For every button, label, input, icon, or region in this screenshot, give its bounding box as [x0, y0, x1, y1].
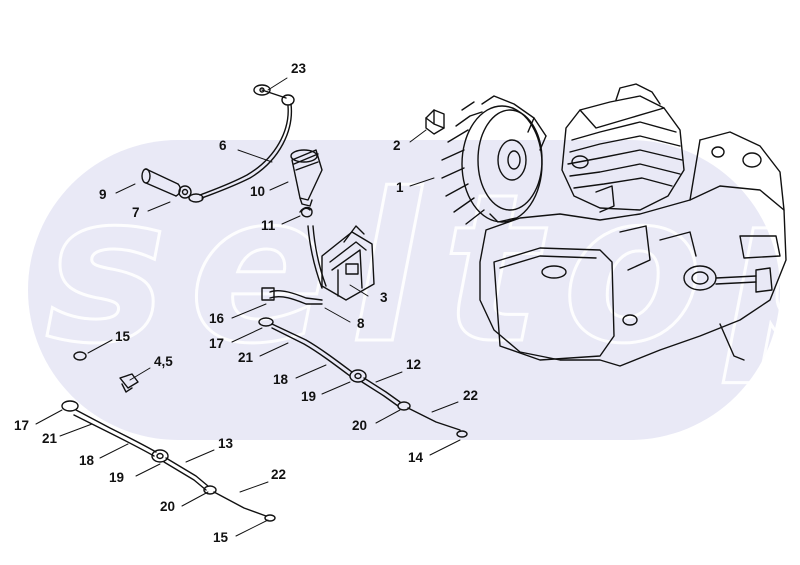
spring-clip: [299, 206, 313, 218]
callout-18: 18: [79, 453, 95, 468]
spark-plug-boot: [290, 149, 323, 207]
callout-18: 18: [273, 372, 289, 387]
callout-23: 23: [291, 61, 307, 76]
callout-14: 14: [408, 450, 424, 465]
flywheel: [441, 95, 547, 225]
callout-8: 8: [357, 316, 365, 331]
callout-2: 2: [393, 138, 401, 153]
callout-10: 10: [250, 184, 266, 199]
short-circuit-wire-lower: [61, 400, 276, 522]
callout-12: 12: [406, 357, 422, 372]
callout-22: 22: [463, 388, 479, 403]
callout-7: 7: [132, 205, 140, 220]
ignition-module: [321, 225, 375, 301]
callout-20: 20: [160, 499, 176, 514]
callout-15: 15: [213, 530, 229, 545]
clip-and-grommet: [73, 351, 139, 393]
engine-crankcase: [479, 83, 787, 367]
callout-13: 13: [218, 436, 234, 451]
watermark-text: seltop: [44, 151, 800, 389]
callout-17: 17: [209, 336, 225, 351]
callout-16: 16: [209, 311, 225, 326]
callout-11: 11: [261, 218, 276, 233]
flywheel-nut: [425, 109, 445, 135]
callout-17: 17: [14, 418, 30, 433]
watermark-oval: [28, 140, 780, 440]
callout-19: 19: [109, 470, 125, 485]
leader-lines: [35, 77, 461, 537]
callout-19: 19: [301, 389, 317, 404]
callout-4-5: 4,5: [154, 354, 173, 369]
short-circuit-wire-upper: [258, 317, 468, 438]
callout-9: 9: [99, 187, 107, 202]
callout-20: 20: [352, 418, 368, 433]
callout-1: 1: [396, 180, 404, 195]
callout-21: 21: [42, 431, 58, 446]
ignition-lead: [261, 225, 327, 305]
callout-22: 22: [271, 467, 287, 482]
ground-cable: [188, 84, 295, 203]
screw-and-washer: [141, 168, 192, 199]
callout-15: 15: [115, 329, 131, 344]
callout-3: 3: [380, 290, 388, 305]
callout-21: 21: [238, 350, 254, 365]
callout-6: 6: [219, 138, 227, 153]
